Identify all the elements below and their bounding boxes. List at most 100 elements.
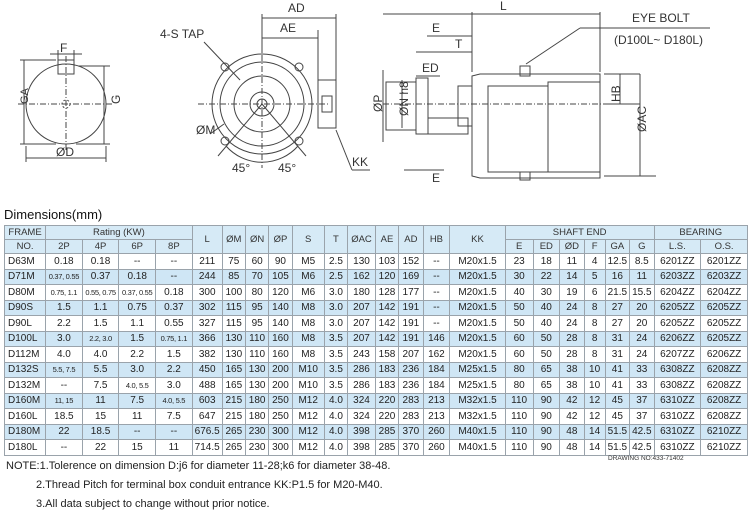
table-cell: 130: [221, 330, 246, 347]
table-cell: 142: [374, 330, 400, 347]
table-cell: 200: [268, 377, 293, 394]
table-cell: 33: [629, 361, 655, 378]
table-cell: 1.5: [155, 346, 193, 363]
table-cell: 152: [398, 253, 424, 270]
label-nh8: ØN h8: [397, 81, 411, 116]
motor-dimension-drawing: F GA G ØD 4-S TAP AD AE ØM 45° 45° KK L …: [18, 0, 710, 185]
table-cell: 130: [347, 253, 376, 270]
table-cell: M20x1.5: [449, 268, 506, 285]
header-ga: GA: [604, 239, 631, 254]
table-cell: 6205ZZ: [700, 315, 748, 332]
table-cell: 1.1: [81, 299, 120, 316]
table-cell: 370: [398, 423, 424, 440]
table-cell: 80: [504, 361, 534, 378]
table-cell: 0.55: [155, 315, 193, 332]
table-cell: 4: [583, 253, 606, 270]
table-cell: 165: [221, 361, 246, 378]
table-cell: 6310ZZ: [653, 392, 702, 409]
table-cell: 286: [347, 361, 376, 378]
table-cell: 31: [604, 330, 631, 347]
header-ad: AD: [398, 225, 424, 254]
table-cell: 19: [559, 284, 585, 301]
table-cell: 65: [532, 377, 561, 394]
table-cell: 110: [244, 346, 270, 363]
table-cell: 0.75: [118, 299, 156, 316]
table-cell: 207: [347, 315, 376, 332]
table-cell: 250: [268, 408, 293, 425]
motor-side-view: [382, 12, 710, 181]
table-cell: 211: [191, 253, 223, 270]
table-cell: 180: [244, 392, 270, 409]
table-cell: 714.5: [191, 439, 223, 456]
frame-cell: D63M: [3, 253, 47, 270]
table-cell: 95: [244, 315, 270, 332]
header-frame: FRAME: [3, 225, 47, 240]
header-rating: Rating (KW): [45, 225, 193, 240]
frame-cell: D112M: [3, 346, 47, 363]
frame-cell: D180L: [3, 439, 47, 456]
header-e: E: [504, 239, 534, 254]
table-cell: 50: [532, 346, 561, 363]
label-e-bottom: E: [432, 171, 440, 185]
table-cell: 3.5: [323, 361, 349, 378]
table-cell: M40x1.5: [449, 423, 506, 440]
table-cell: 30: [504, 268, 534, 285]
table-cell: 37: [629, 392, 655, 409]
table-cell: 11: [118, 408, 156, 425]
table-cell: 90: [532, 423, 561, 440]
table-cell: 11: [81, 392, 120, 409]
note-2: 2.Thread Pitch for terminal box conduit …: [36, 479, 383, 491]
label-d: ØD: [56, 145, 74, 159]
table-cell: 6210ZZ: [700, 423, 748, 440]
header-g: G: [629, 239, 655, 254]
table-cell: 38: [559, 361, 585, 378]
notes: NOTE:1.Tolerence on dimension D:j6 for d…: [6, 457, 390, 514]
header-hb: HB: [422, 225, 451, 254]
table-cell: 90: [532, 439, 561, 456]
table-cell: 8: [583, 330, 606, 347]
table-cell: 6310ZZ: [653, 408, 702, 425]
table-cell: 27: [604, 315, 631, 332]
table-cell: 3.5: [323, 330, 349, 347]
table-cell: 90: [532, 408, 561, 425]
table-cell: 215: [221, 408, 246, 425]
table-cell: 260: [422, 423, 451, 440]
table-cell: 50: [532, 330, 561, 347]
table-cell: 30: [532, 284, 561, 301]
table-cell: M25x1.5: [449, 377, 506, 394]
table-cell: M12: [291, 392, 325, 409]
header-ls: L.S.: [653, 239, 702, 254]
table-cell: 220: [374, 408, 400, 425]
table-cell: 40: [532, 299, 561, 316]
table-cell: 51.5: [604, 439, 631, 456]
table-cell: 22: [81, 439, 120, 456]
table-cell: 0.75, 1.1: [155, 330, 193, 347]
table-cell: 283: [398, 392, 424, 409]
table-cell: 11, 15: [45, 392, 83, 409]
table-cell: 140: [268, 299, 293, 316]
table-cell: --: [155, 423, 193, 440]
table-cell: M32x1.5: [449, 392, 506, 409]
table-cell: 6207ZZ: [653, 346, 702, 363]
table-cell: 90: [268, 253, 293, 270]
table-cell: 0.37: [155, 299, 193, 316]
label-e-top: E: [432, 21, 440, 35]
table-cell: 302: [191, 299, 223, 316]
table-cell: 41: [604, 377, 631, 394]
label-kk: KK: [352, 155, 368, 169]
table-cell: 45: [604, 408, 631, 425]
table-cell: M20x1.5: [449, 315, 506, 332]
table-cell: 38: [559, 377, 585, 394]
table-cell: 265: [221, 439, 246, 456]
table-cell: --: [422, 268, 451, 285]
table-cell: 2.2: [118, 346, 156, 363]
table-cell: 300: [268, 439, 293, 456]
table-cell: 398: [347, 423, 376, 440]
table-cell: 12: [583, 408, 606, 425]
